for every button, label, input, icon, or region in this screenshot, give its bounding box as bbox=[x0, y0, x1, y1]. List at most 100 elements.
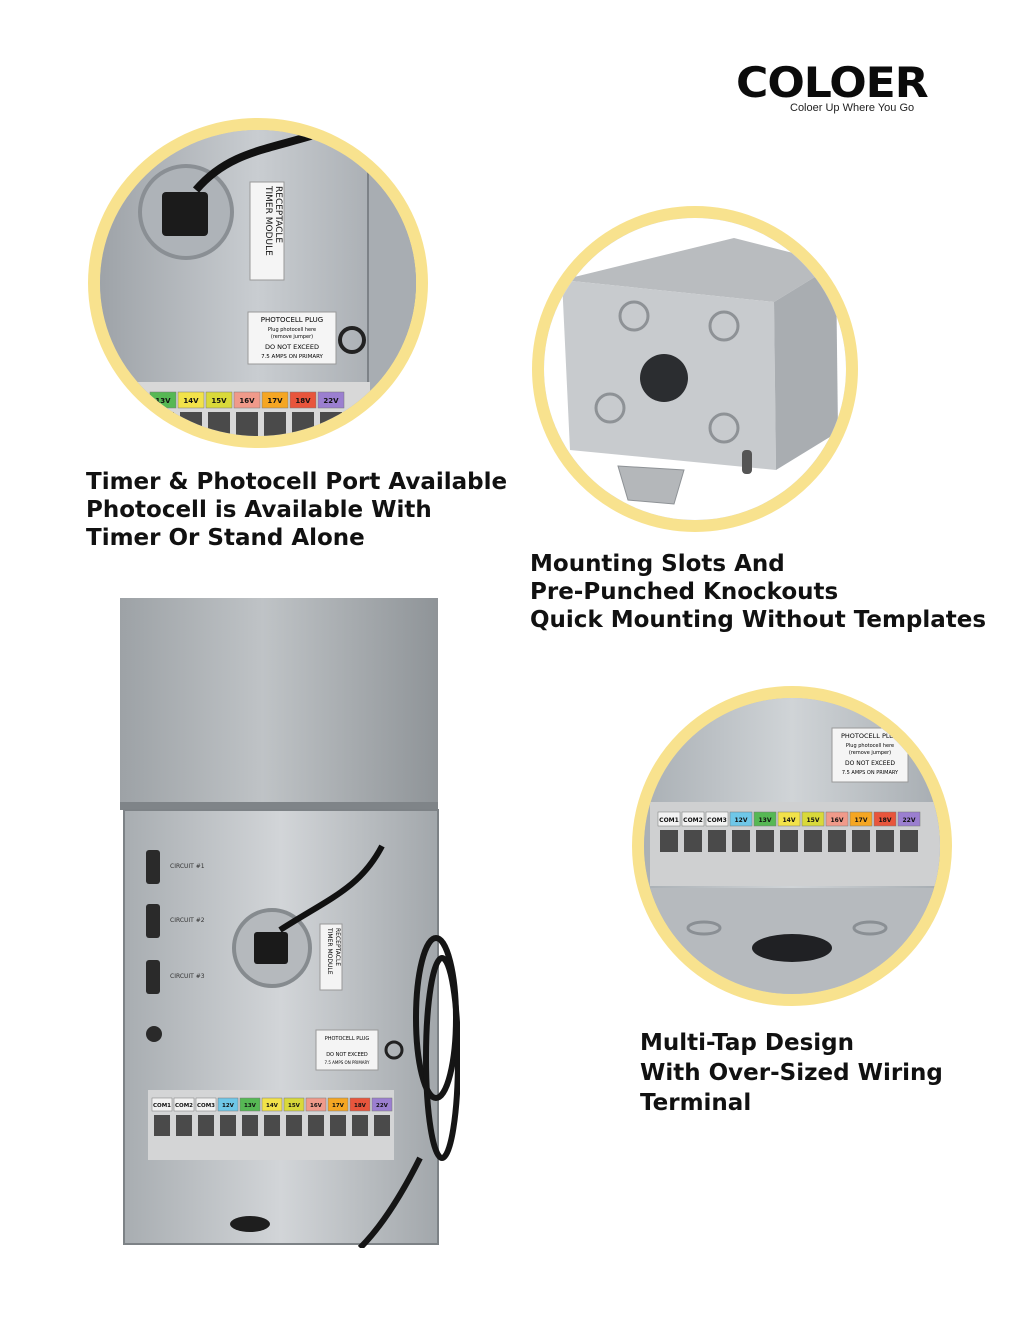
terminal-label: COM3 bbox=[197, 1103, 215, 1109]
terminal-22v: 22V bbox=[317, 391, 345, 436]
terminal-12v: 12V bbox=[729, 811, 753, 852]
terminal-com2: COM2 bbox=[681, 811, 705, 852]
terminal-label: 14V bbox=[266, 1103, 279, 1109]
terminal-18v: 18V bbox=[349, 1097, 371, 1136]
logo-tagline: Coloer Up Where You Go bbox=[790, 102, 915, 114]
caption-line: Timer & Photocell Port Available bbox=[86, 469, 508, 495]
terminal-17v: 17V bbox=[849, 811, 873, 852]
circuit-2-label: CIRCUIT #2 bbox=[170, 917, 205, 924]
terminal-15v: 15V bbox=[283, 1097, 305, 1136]
timer-photocell-photo: TIMER MODULE RECEPTACLE PHOTOCELL PLUG P… bbox=[100, 130, 416, 436]
terminal-label: 12V bbox=[222, 1103, 235, 1109]
mounting-knockouts-closeup bbox=[532, 206, 858, 532]
terminal-16v: 16V bbox=[233, 391, 261, 436]
photocell-label3-warn2: 7.5 AMPS ON PRIMARY bbox=[842, 770, 899, 776]
caption-line: Photocell is Available With bbox=[86, 497, 432, 523]
circuit-3-label: CIRCUIT #3 bbox=[170, 973, 205, 980]
terminal-label: 22V bbox=[323, 397, 339, 405]
timer-label-line1: TIMER MODULE bbox=[263, 185, 273, 256]
terminal-label: COM2 bbox=[175, 1103, 193, 1109]
terminal-label: COM3 bbox=[707, 817, 727, 824]
terminal-18v: 18V bbox=[289, 391, 317, 436]
feature-caption-timer-photocell: Timer & Photocell Port Available Photoce… bbox=[86, 468, 507, 552]
terminal-label: 17V bbox=[855, 817, 868, 824]
timer-photocell-closeup: TIMER MODULE RECEPTACLE PHOTOCELL PLUG P… bbox=[88, 118, 428, 448]
photocell-main-warn1: DO NOT EXCEED bbox=[326, 1052, 368, 1058]
feature-caption-mounting: Mounting Slots And Pre-Punched Knockouts… bbox=[530, 550, 986, 634]
multi-tap-terminal-closeup: PHOTOCELL PLUG Plug photocell here (remo… bbox=[632, 686, 952, 1006]
photocell-label-sub2: (remove jumper) bbox=[271, 334, 313, 340]
caption-line: Terminal bbox=[640, 1090, 752, 1116]
photocell-main-title: PHOTOCELL PLUG bbox=[325, 1036, 370, 1042]
timer-label-line2: RECEPTACLE bbox=[273, 186, 283, 243]
terminal-label: COM2 bbox=[683, 817, 703, 824]
terminal-13v: 13V bbox=[149, 391, 177, 436]
knockouts-photo bbox=[544, 218, 846, 520]
terminal-com1: COM1 bbox=[151, 1097, 173, 1136]
terminal-label: 13V bbox=[244, 1103, 257, 1109]
photocell-label-warn1: DO NOT EXCEED bbox=[265, 343, 319, 351]
terminal-16v: 16V bbox=[305, 1097, 327, 1136]
terminal-label: 18V bbox=[879, 817, 892, 824]
terminal-22v: 22V bbox=[371, 1097, 393, 1136]
logo-wordmark: COLOER bbox=[736, 58, 929, 107]
transformer-photo: CIRCUIT #1 CIRCUIT #2 CIRCUIT #3 TIMER M… bbox=[120, 598, 461, 1251]
terminal-15v: 15V bbox=[801, 811, 825, 852]
photocell-label-title: PHOTOCELL PLUG bbox=[261, 316, 323, 324]
photocell-label3-title: PHOTOCELL PLUG bbox=[841, 732, 899, 740]
terminal-label: COM1 bbox=[153, 1103, 171, 1109]
terminal-label: 17V bbox=[332, 1103, 345, 1109]
terminal-label: 18V bbox=[354, 1103, 367, 1109]
terminal-22v: 22V bbox=[897, 811, 921, 852]
terminal-label: 18V bbox=[295, 397, 311, 405]
terminal-label: 14V bbox=[783, 817, 796, 824]
terminal-12v: 12V bbox=[217, 1097, 239, 1136]
caption-line: With Over-Sized Wiring bbox=[640, 1060, 943, 1086]
caption-line: Timer Or Stand Alone bbox=[86, 525, 365, 551]
terminal-14v: 14V bbox=[177, 391, 205, 436]
terminal-label: 14V bbox=[183, 397, 199, 405]
photocell-label3-sub2: (remove jumper) bbox=[849, 750, 891, 756]
terminal-17v: 17V bbox=[261, 391, 289, 436]
photocell-label3-warn1: DO NOT EXCEED bbox=[845, 760, 895, 767]
terminal-16v: 16V bbox=[825, 811, 849, 852]
terminal-com2: COM2 bbox=[173, 1097, 195, 1136]
caption-line: Multi-Tap Design bbox=[640, 1030, 855, 1056]
photocell-label3-sub1: Plug photocell here bbox=[846, 743, 894, 749]
terminal-label: COM1 bbox=[659, 817, 679, 824]
terminal-com3: COM3 bbox=[195, 1097, 217, 1136]
terminal-13v: 13V bbox=[753, 811, 777, 852]
photocell-label-warn2: 7.5 AMPS ON PRIMARY bbox=[261, 354, 323, 360]
terminal-label: 15V bbox=[211, 397, 227, 405]
photocell-label-sub1: Plug photocell here bbox=[268, 327, 316, 333]
terminal-label: 16V bbox=[831, 817, 844, 824]
terminal-13v: 13V bbox=[239, 1097, 261, 1136]
terminal-label: 12V bbox=[735, 817, 748, 824]
terminal-label: 22V bbox=[376, 1103, 389, 1109]
terminal-14v: 14V bbox=[777, 811, 801, 852]
terminal-14v: 14V bbox=[261, 1097, 283, 1136]
terminal-label: 17V bbox=[267, 397, 283, 405]
terminal-label: 15V bbox=[807, 817, 820, 824]
photocell-main-warn2: 7.5 AMPS ON PRIMARY bbox=[325, 1060, 371, 1065]
terminal-18v: 18V bbox=[873, 811, 897, 852]
timer-label-main-line1: TIMER MODULE bbox=[326, 927, 333, 975]
terminal-com3: COM3 bbox=[705, 811, 729, 852]
timer-label-main-line2: RECEPTACLE bbox=[334, 928, 341, 966]
caption-line: Quick Mounting Without Templates bbox=[530, 607, 987, 633]
terminal-label: 13V bbox=[155, 397, 171, 405]
terminal-label: 15V bbox=[288, 1103, 301, 1109]
terminal-label: 16V bbox=[239, 397, 255, 405]
terminal-15v: 15V bbox=[205, 391, 233, 436]
transformer-product-image: CIRCUIT #1 CIRCUIT #2 CIRCUIT #3 TIMER M… bbox=[120, 598, 461, 1251]
caption-line: Mounting Slots And bbox=[530, 551, 785, 577]
terminal-label: 22V bbox=[903, 817, 916, 824]
power-cord bbox=[357, 935, 461, 1251]
brand-logo: COLOER Coloer Up Where You Go bbox=[736, 62, 946, 122]
terminal-label: 16V bbox=[310, 1103, 323, 1109]
feature-caption-multi-tap: Multi-Tap Design With Over-Sized Wiring … bbox=[640, 1028, 943, 1118]
circuit-breakers: CIRCUIT #1 CIRCUIT #2 CIRCUIT #3 bbox=[146, 850, 205, 1042]
caption-line: Pre-Punched Knockouts bbox=[530, 579, 839, 605]
terminal-17v: 17V bbox=[327, 1097, 349, 1136]
circuit-1-label: CIRCUIT #1 bbox=[170, 863, 205, 870]
